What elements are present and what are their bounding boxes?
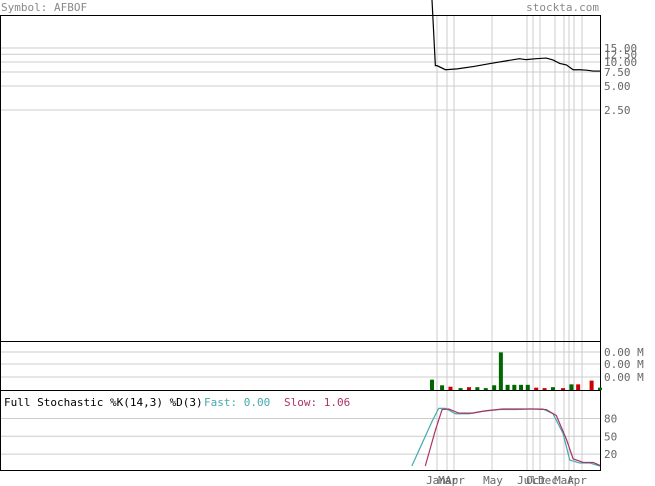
- price-tick-label: 12.50: [604, 48, 637, 61]
- volume-bar: [598, 387, 602, 390]
- stochastic-title: Full Stochastic %K(14,3) %D(3): [4, 396, 203, 409]
- x-tick-label: Apr: [445, 474, 465, 486]
- stochastic-frame: [0, 390, 601, 471]
- volume-frame: [0, 341, 601, 391]
- stochastic-tick-label: 20: [604, 448, 617, 461]
- volume-bar: [458, 388, 463, 390]
- x-tick-label: May: [483, 474, 503, 486]
- price-tick-label: 2.50: [604, 104, 631, 117]
- volume-bar: [569, 384, 574, 390]
- volume-panel: 0.00 M0.00 M0.00 M: [0, 341, 644, 391]
- price-tick-label: 5.00: [604, 80, 631, 93]
- site-label: stockta.com: [526, 1, 599, 14]
- volume-bar: [525, 384, 530, 390]
- volume-bar: [498, 352, 503, 390]
- x-tick-label: Jul: [517, 474, 537, 486]
- volume-tick-label: 0.00 M: [604, 371, 644, 384]
- volume-bar: [542, 388, 547, 390]
- volume-bar: [430, 379, 434, 390]
- volume-bar: [475, 387, 480, 390]
- volume-bar: [440, 385, 445, 390]
- volume-bar: [561, 388, 566, 390]
- volume-bar: [448, 386, 453, 390]
- price-tick-label: 7.50: [604, 66, 631, 79]
- volume-bar: [512, 384, 517, 390]
- x-tick-label: Mar: [554, 474, 574, 486]
- volume-bar: [519, 384, 524, 390]
- symbol-label: Symbol: AFBOF: [1, 1, 87, 14]
- x-tick-label: Mar: [438, 474, 458, 486]
- volume-bar: [576, 384, 581, 390]
- volume-bar: [534, 387, 539, 390]
- x-tick-label: Dec: [538, 474, 558, 486]
- price-tick-label: 15.00: [604, 42, 637, 55]
- stochastic-tick-label: 50: [604, 430, 617, 443]
- fast-label: Fast: 0.00: [204, 396, 270, 409]
- volume-tick-label: 0.00 M: [604, 358, 644, 371]
- price-tick-label: 10.00: [604, 56, 637, 69]
- volume-bar: [483, 388, 488, 390]
- x-tick-label: Jan: [426, 474, 446, 486]
- price-line: [431, 0, 600, 72]
- slow-label: Slow: 1.06: [284, 396, 350, 409]
- volume-bar: [550, 387, 555, 390]
- volume-bar: [466, 387, 471, 390]
- volume-tick-label: 0.00 M: [604, 346, 644, 359]
- stochastic-tick-label: 80: [604, 412, 617, 425]
- volume-bar: [505, 384, 510, 390]
- stochastic-panel: Full Stochastic %K(14,3) %D(3) Fast: 0.0…: [0, 390, 617, 471]
- price-frame: [0, 15, 601, 342]
- slow-line: [424, 408, 601, 467]
- x-tick-label: Apr: [567, 474, 587, 486]
- volume-bar: [589, 380, 594, 390]
- x-tick-label: Oct: [526, 474, 546, 486]
- volume-bar: [492, 385, 497, 390]
